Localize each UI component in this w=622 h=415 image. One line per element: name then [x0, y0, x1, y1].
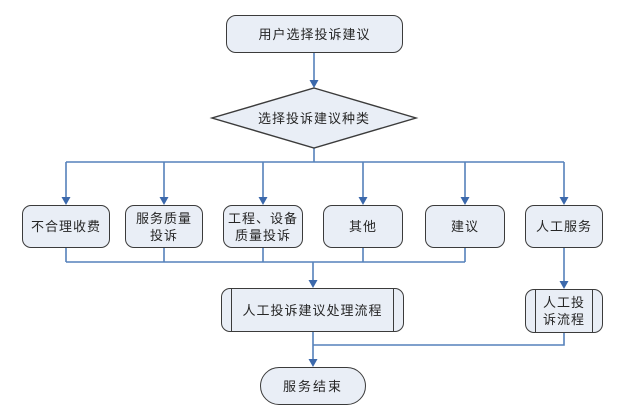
node-manual-service: 人工服务 — [525, 205, 603, 248]
node-suggestion: 建议 — [425, 205, 505, 248]
node-other: 其他 — [323, 205, 403, 248]
arrowhead-into-manual-service — [559, 197, 569, 205]
node-manual-handling-process-label: 人工投诉建议处理流程 — [242, 302, 383, 318]
connector-flow-join — [313, 333, 565, 346]
node-start-label: 用户选择投诉建议 — [258, 26, 371, 42]
node-service-quality: 服务质量 投诉 — [125, 205, 203, 248]
decision-diamond-shape — [209, 87, 419, 149]
arrowhead-into-unreasonable — [61, 197, 71, 205]
arrowhead-into-handling — [308, 280, 318, 288]
node-manual-complaint-flow: 人工投 诉流程 — [525, 289, 603, 333]
node-other-label: 其他 — [348, 219, 377, 234]
node-decision-label: 选择投诉建议种类 — [257, 110, 370, 126]
arrowhead-into-decision — [309, 80, 319, 88]
arrowhead-into-other — [358, 197, 368, 205]
node-manual-service-label: 人工服务 — [535, 219, 592, 234]
arrowhead-into-flow — [559, 281, 569, 289]
node-manual-complaint-flow-label: 人工投 诉流程 — [542, 295, 585, 327]
arrowhead-into-suggestion — [460, 197, 470, 205]
arrowhead-into-service-quality — [159, 197, 169, 205]
node-decision: 选择投诉建议种类 — [214, 88, 414, 148]
node-manual-handling-process: 人工投诉建议处理流程 — [221, 288, 404, 332]
node-end: 服务结束 — [260, 367, 366, 405]
node-suggestion-label: 建议 — [450, 219, 479, 234]
arrowhead-into-end — [308, 359, 318, 367]
node-engineering-equipment-label: 工程、设备 质量投诉 — [227, 210, 298, 243]
arrowhead-into-engineering — [258, 197, 268, 205]
node-engineering-equipment: 工程、设备 质量投诉 — [223, 205, 303, 248]
node-start: 用户选择投诉建议 — [226, 15, 403, 53]
node-unreasonable-fees-label: 不合理收费 — [30, 219, 101, 234]
node-unreasonable-fees: 不合理收费 — [22, 205, 110, 248]
node-service-quality-label: 服务质量 投诉 — [135, 210, 192, 243]
node-end-label: 服务结束 — [282, 378, 343, 394]
